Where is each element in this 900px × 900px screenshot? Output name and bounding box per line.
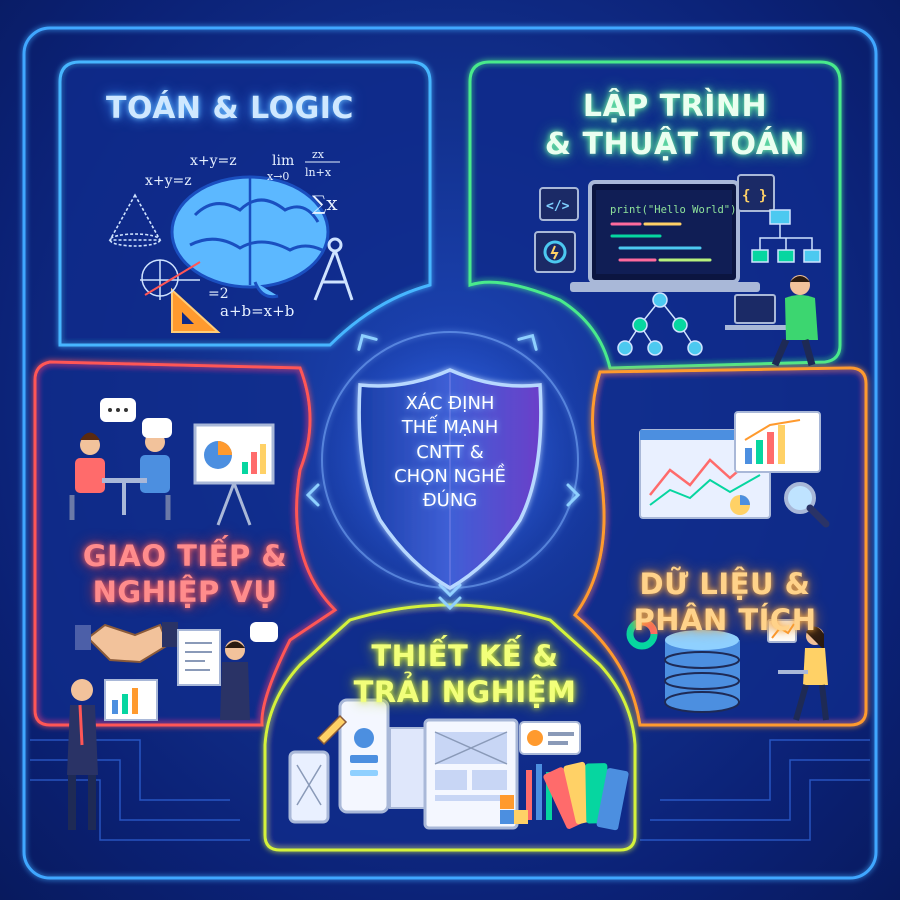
center-heading: XÁC ĐỊNH THẾ MẠNH CNTT & CHỌN NGHỀ ĐÚNG xyxy=(370,392,530,513)
formula-square: =2 xyxy=(208,286,229,302)
formula-lim-sub: x→0 xyxy=(267,170,289,183)
title-line: TRẢI NGHIỆM xyxy=(353,675,577,710)
cone-icon xyxy=(108,193,162,247)
pencil-icon xyxy=(316,714,348,746)
developer-person-icon xyxy=(725,275,818,367)
profile-card-icon xyxy=(519,721,581,755)
code-print-line: print("Hello World") xyxy=(610,204,736,216)
presenter-man-icon xyxy=(67,679,158,830)
title-line: & THUẬT TOÁN xyxy=(544,126,806,162)
panel-title-math: TOÁN & LOGIC xyxy=(80,90,380,128)
flowchart-icon xyxy=(751,209,821,263)
layout-sheets-icon xyxy=(389,718,519,830)
formula-2: x+y=z xyxy=(145,173,192,189)
center-line: CHỌN NGHỀ xyxy=(394,465,506,487)
meeting-people-icon xyxy=(69,432,171,520)
brain-icon xyxy=(170,175,330,299)
title-line: GIAO TIẾP & xyxy=(82,539,288,573)
formula-frac-den: ln+x xyxy=(305,166,332,179)
profile-phone-icon xyxy=(338,698,390,814)
panel-title-communication: GIAO TIẾP & NGHIỆP VỤ xyxy=(70,538,300,611)
title-line: NGHIỆP VỤ xyxy=(92,575,278,610)
title-line: PHÂN TÍCH xyxy=(633,603,817,638)
shield-icon xyxy=(357,368,543,591)
color-palette-icon xyxy=(543,761,629,831)
title-line: LẬP TRÌNH xyxy=(582,89,768,124)
center-line: XÁC ĐỊNH xyxy=(405,393,495,414)
set-square-icon xyxy=(171,287,221,333)
mobile-wireframe-icon xyxy=(288,750,330,824)
code-tag-icon: </> xyxy=(539,187,579,221)
braces-icon: { } xyxy=(737,174,775,212)
handshake-icon xyxy=(75,622,178,664)
center-line: THẾ MẠNH xyxy=(401,417,499,439)
laptop-icon xyxy=(570,180,760,292)
panel-title-design: THIẾT KẾ & TRẢI NGHIỆM xyxy=(325,638,605,711)
settings-icon xyxy=(534,231,576,273)
tree-graph-icon xyxy=(617,292,703,356)
svg-text:</>: </> xyxy=(546,199,570,214)
direction-arrows xyxy=(305,333,581,611)
panel-title-programming: LẬP TRÌNH & THUẬT TOÁN xyxy=(505,88,845,163)
bar-chart-card-icon xyxy=(734,411,821,473)
magnifier-icon xyxy=(784,482,830,528)
title-line: TOÁN & LOGIC xyxy=(106,91,354,126)
formula-equation: a+b=x+b xyxy=(220,302,294,320)
center-line: CNTT & xyxy=(416,441,484,463)
outer-frame xyxy=(22,26,878,880)
analyst-person-icon xyxy=(767,619,829,721)
center-line: ĐÚNG xyxy=(422,490,478,512)
swatch-blocks-icon xyxy=(500,795,528,824)
panel-title-data: DỮ LIỆU & PHÂN TÍCH xyxy=(610,566,840,639)
graph-sketch-icon xyxy=(140,259,201,300)
database-icon xyxy=(664,630,740,713)
chat-bubble-icon xyxy=(100,398,172,438)
formula-frac-num: zx xyxy=(312,148,325,161)
donut-chart-icon xyxy=(626,618,658,650)
formula-sum: ∑x xyxy=(312,191,338,215)
compass-icon xyxy=(313,237,354,301)
svg-text:{ }: { } xyxy=(742,188,767,204)
presentation-board-icon xyxy=(193,423,275,526)
math-formulas: x+y=z x+y=z lim x→0 zx ln+x ∑x =2 a+b=x+… xyxy=(145,148,340,320)
document-icon xyxy=(177,629,221,686)
brushes-icon xyxy=(526,764,552,820)
title-line: THIẾT KẾ & xyxy=(371,639,559,673)
speaker-person-icon xyxy=(220,622,278,720)
formula-1: x+y=z xyxy=(190,153,237,169)
title-line: DỮ LIỆU & xyxy=(639,567,811,601)
formula-lim: lim xyxy=(272,153,294,169)
